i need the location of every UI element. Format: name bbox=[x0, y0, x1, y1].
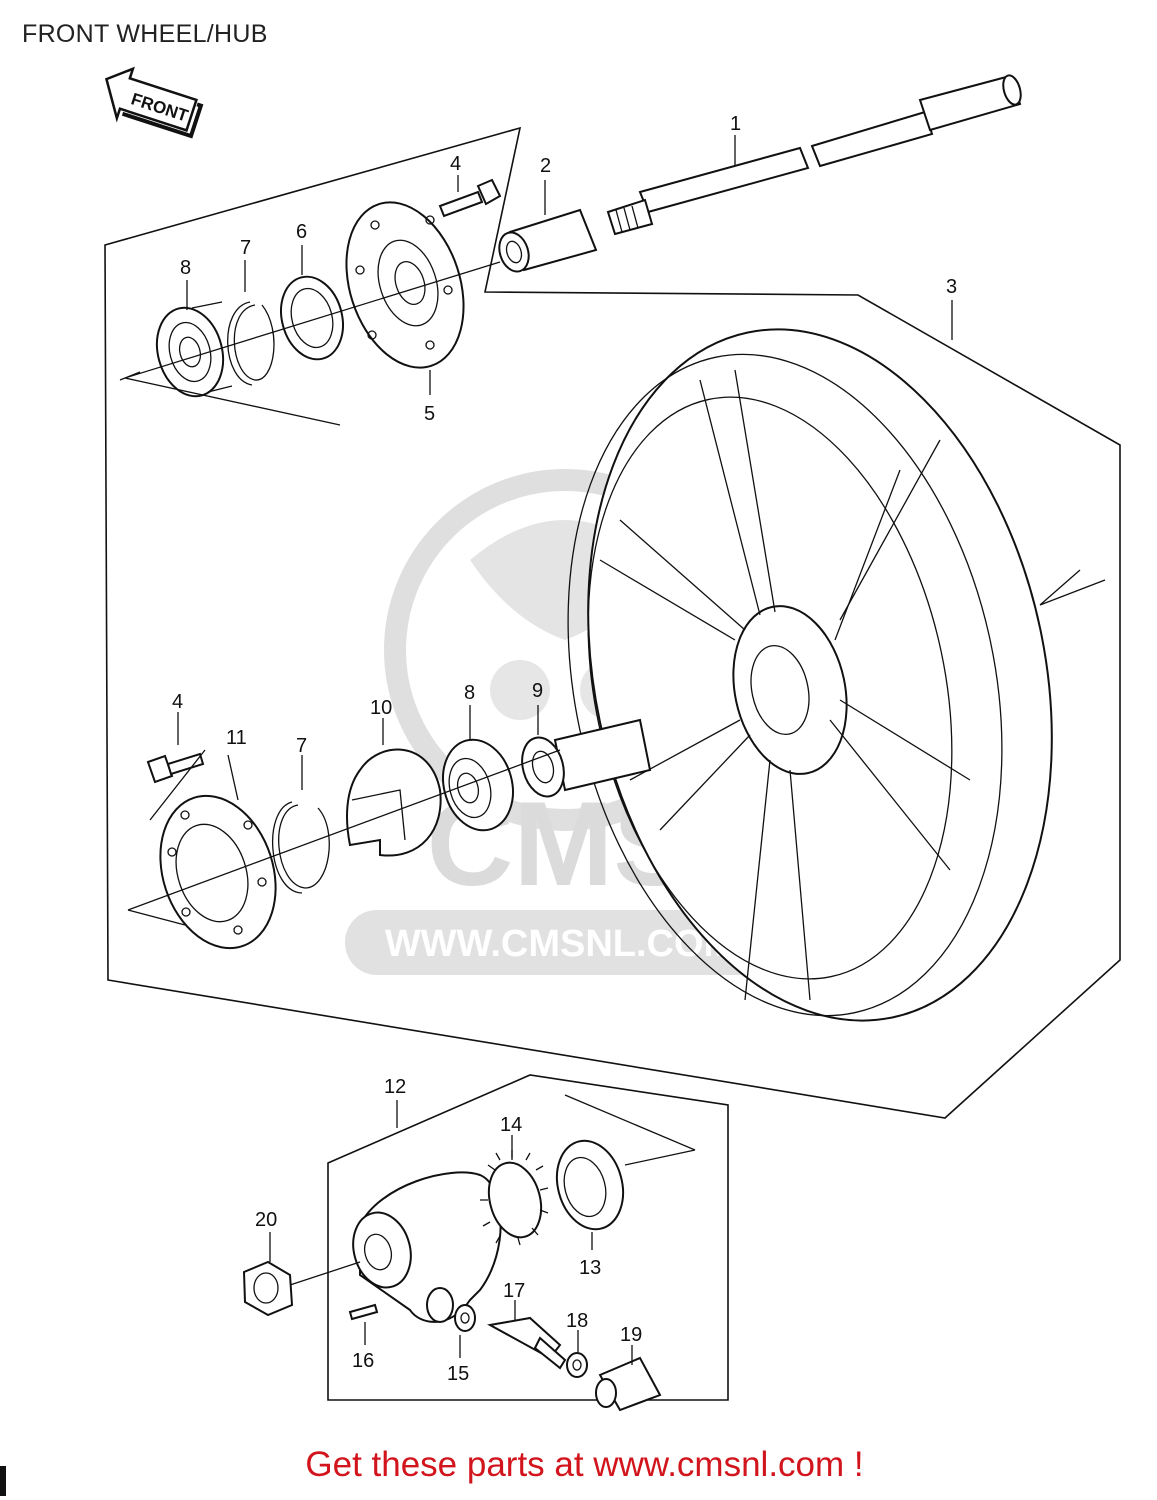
spacer bbox=[498, 208, 598, 273]
bolt-top bbox=[438, 178, 502, 218]
callout-12: 12 bbox=[384, 1076, 406, 1098]
brake-disc-plate bbox=[345, 201, 465, 369]
callout-1: 1 bbox=[730, 113, 741, 135]
callout-9: 9 bbox=[532, 680, 543, 702]
callout-13: 13 bbox=[579, 1257, 601, 1279]
callout-8-top: 8 bbox=[180, 257, 191, 279]
meter-pinion bbox=[487, 1316, 567, 1370]
washer bbox=[566, 1352, 588, 1378]
callout-17: 17 bbox=[503, 1280, 525, 1302]
callout-6: 6 bbox=[296, 221, 307, 243]
bearing-lower bbox=[442, 738, 514, 832]
footer-link-text[interactable]: Get these parts at www.cmsnl.com ! bbox=[305, 1445, 864, 1484]
callout-3: 3 bbox=[946, 276, 957, 298]
callout-10: 10 bbox=[370, 697, 392, 719]
dust-cover bbox=[346, 748, 442, 857]
bushing bbox=[426, 1287, 476, 1332]
callout-15: 15 bbox=[447, 1363, 469, 1385]
left-edge-marker bbox=[0, 1466, 6, 1496]
callout-7-lower: 7 bbox=[296, 735, 307, 757]
meter-gear-housing bbox=[352, 1171, 502, 1323]
circlip-top bbox=[227, 301, 275, 386]
bolt-lower bbox=[146, 752, 205, 784]
bearing-top bbox=[155, 301, 233, 398]
callout-8-lower: 8 bbox=[464, 682, 475, 704]
callout-14: 14 bbox=[500, 1114, 522, 1136]
oil-seal-lower bbox=[555, 1139, 625, 1231]
callout-19: 19 bbox=[620, 1324, 642, 1346]
meter-bushing bbox=[595, 1356, 662, 1412]
callout-2: 2 bbox=[540, 155, 551, 177]
callout-16: 16 bbox=[352, 1350, 374, 1372]
oil-seal-top bbox=[280, 275, 344, 361]
exploded-parts-diagram: CMS WWW.CMSNL.COM FRONT bbox=[104, 66, 1121, 1412]
callout-4-lower: 4 bbox=[172, 691, 183, 713]
pin bbox=[348, 1303, 379, 1321]
hub-group-outline bbox=[104, 126, 1121, 1119]
hub-collar bbox=[521, 718, 652, 798]
callout-5: 5 bbox=[424, 403, 435, 425]
callout-18: 18 bbox=[566, 1310, 588, 1332]
watermark-url: WWW.CMSNL.COM bbox=[385, 923, 735, 965]
front-direction-arrow: FRONT bbox=[104, 66, 204, 139]
meter-gear-group-outline bbox=[327, 1074, 729, 1401]
circlip-lower bbox=[272, 801, 330, 894]
diagram-title: FRONT WHEEL/HUB bbox=[22, 20, 268, 48]
callout-4-top: 4 bbox=[450, 153, 461, 175]
callout-11: 11 bbox=[226, 727, 247, 749]
cast-wheel bbox=[567, 328, 1053, 1022]
callout-labels: 1 2 3 4 5 6 7 8 9 10 8 4 11 7 12 14 13 2… bbox=[172, 113, 957, 1385]
axle bbox=[606, 74, 1022, 236]
callout-20: 20 bbox=[255, 1209, 277, 1231]
axle-nut bbox=[242, 1260, 294, 1317]
callout-7-top: 7 bbox=[240, 237, 251, 259]
meter-drive-gear bbox=[480, 1150, 549, 1246]
disc-flange bbox=[159, 794, 277, 950]
